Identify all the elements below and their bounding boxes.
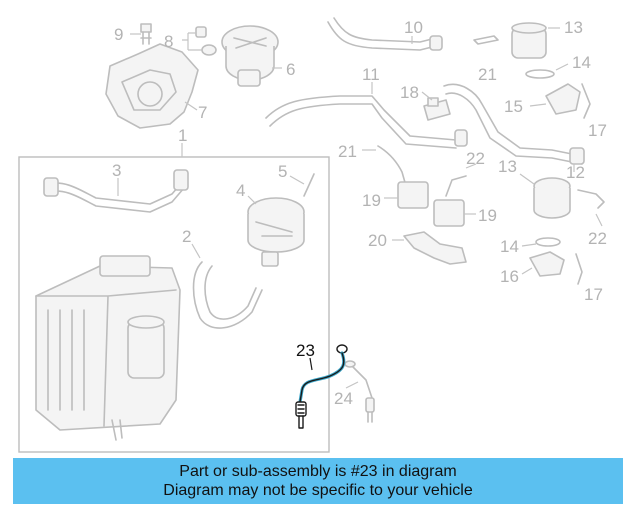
callout-14-top: 14 — [572, 53, 591, 72]
callout-22-upper: 22 — [466, 149, 485, 168]
callout-23[interactable]: 23 — [296, 341, 315, 360]
part-6-air-pump — [221, 25, 282, 87]
part-19-solenoid-right — [433, 199, 476, 227]
callout-13-lower: 13 — [498, 157, 517, 176]
charcoal-canister — [35, 255, 181, 441]
callout-17-top: 17 — [588, 121, 607, 140]
banner-line-disclaimer: Diagram may not be specific to your vehi… — [163, 482, 473, 499]
banner-line-part-reference: Part or sub-assembly is #23 in diagram — [179, 463, 457, 480]
assembly-1-frame — [18, 156, 330, 453]
info-banner: Part or sub-assembly is #23 in diagram D… — [13, 458, 623, 504]
part-2-hose — [191, 243, 263, 329]
callout-24: 24 — [334, 389, 353, 408]
callout-1: 1 — [178, 126, 187, 145]
part-17-bracket-top — [581, 83, 591, 119]
callout-16: 16 — [500, 267, 519, 286]
callout-19-right: 19 — [478, 206, 497, 225]
callout-5: 5 — [278, 162, 287, 181]
part-13-valve-lower — [519, 173, 571, 219]
part-16-flange — [521, 251, 565, 277]
callout-21-top: 21 — [478, 65, 497, 84]
callout-19-left: 19 — [362, 191, 381, 210]
callout-14-lower: 14 — [500, 237, 519, 256]
callout-21-middle: 21 — [338, 142, 357, 161]
part-14-gasket-top — [525, 63, 569, 79]
callout-11: 11 — [362, 65, 380, 84]
part-14-gasket-lower — [521, 237, 561, 247]
exploded-parts-diagram: 1 2 3 4 5 6 7 8 9 10 11 12 13 13 14 14 1… — [18, 17, 607, 453]
part-3-hose — [43, 169, 189, 213]
callout-22-lower: 22 — [588, 229, 607, 248]
callout-15: 15 — [504, 97, 523, 116]
callout-8: 8 — [164, 32, 173, 51]
part-20-bracket — [392, 231, 467, 265]
part-21-wire — [362, 145, 407, 187]
part-10-hose — [327, 17, 443, 51]
callout-6: 6 — [286, 60, 295, 79]
callout-10: 10 — [404, 18, 423, 37]
part-4-purge-valve — [247, 195, 305, 267]
part-12-hose — [443, 83, 585, 172]
part-8-clips — [182, 26, 217, 56]
callout-20: 20 — [368, 231, 387, 250]
part-19-solenoid-left — [384, 181, 429, 209]
part-13-valve-top — [511, 22, 560, 59]
callout-2: 2 — [182, 227, 191, 246]
part-9-screw — [130, 23, 152, 45]
part-11-pipe — [265, 82, 468, 149]
callout-7: 7 — [198, 103, 207, 122]
part-22-wire — [445, 163, 477, 197]
callout-9: 9 — [114, 25, 123, 44]
callout-13-top: 13 — [564, 18, 583, 37]
part-21-clip-top — [473, 35, 499, 45]
part-7-bracket — [105, 43, 199, 129]
callout-4: 4 — [236, 181, 245, 200]
part-5-sensor — [289, 173, 315, 197]
callout-18: 18 — [400, 83, 419, 102]
part-17-bracket-lower — [575, 253, 583, 285]
callout-17-lower: 17 — [584, 285, 603, 304]
callout-3: 3 — [112, 161, 121, 180]
callout-12: 12 — [566, 163, 585, 182]
part-23-oxygen-sensor-highlighted[interactable] — [295, 344, 348, 429]
part-15-flange — [529, 83, 581, 115]
part-18-sensor — [421, 91, 451, 121]
part-22-pipe-lower — [577, 189, 605, 227]
